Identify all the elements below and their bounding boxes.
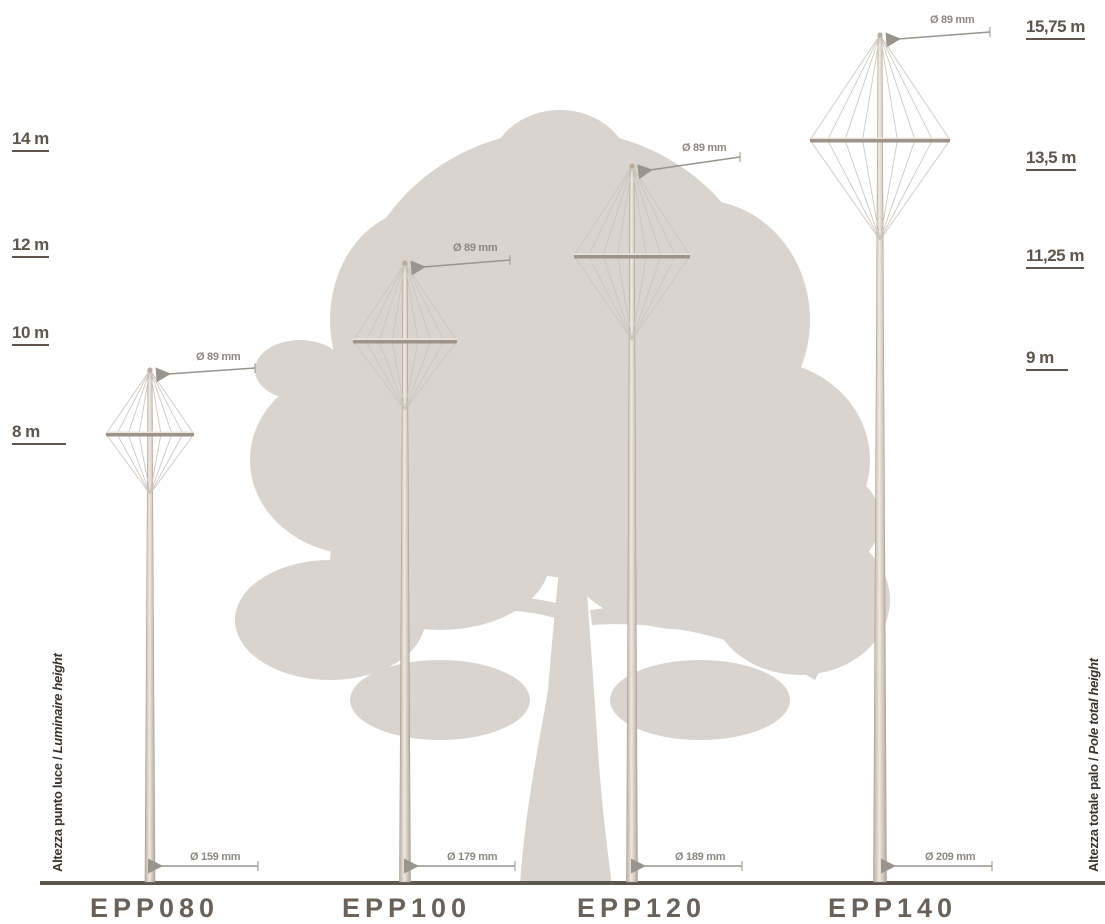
luminaire-cage [105,368,195,496]
luminaire-height-label-10: 10 m [12,323,49,346]
left-axis-title: Altezza punto luce / Luminaire height [50,653,65,872]
pole-epp120 [573,152,743,883]
pole-epp080 [105,363,259,883]
pole-epp140 [809,27,993,883]
model-label-epp100: EPP100 [342,893,472,923]
pole-shaft [144,369,156,883]
pole-top-cap [402,260,408,266]
model-label-epp080: EPP080 [90,893,220,923]
base-diameter-epp120: Ø 189 mm [675,851,726,863]
base-diameter-epp140: Ø 209 mm [925,851,976,863]
luminaire-arm-highlight [810,137,950,139]
right-axis-title: Altezza totale palo / Pole total height [1086,658,1101,872]
top-diameter-epp140: Ø 89 mm [930,14,975,26]
pole-epp100 [352,255,516,883]
luminaire-arm-highlight [106,431,194,433]
base-diameter-epp100: Ø 179 mm [447,851,498,863]
model-label-epp120: EPP120 [577,893,707,923]
total-height-label-15-75: 15,75 m [1026,17,1085,40]
top-diameter-arrow [637,156,741,180]
left-axis-title-it: Altezza punto luce [50,763,65,872]
model-label-epp140: EPP140 [828,893,958,923]
pole-shaft [873,34,887,883]
luminaire-cage [573,164,691,342]
top-diameter-epp120: Ø 89 mm [682,142,727,154]
luminaire-height-label-12: 12 m [12,235,49,258]
total-height-label-9: 9 m [1026,348,1068,371]
top-diameter-epp080: Ø 89 mm [196,351,241,363]
top-diameter-epp100: Ø 89 mm [453,242,498,254]
right-axis-title-it: Altezza totale palo [1086,764,1101,872]
poles-layer [105,27,993,883]
top-diameter-arrow [155,367,256,383]
top-diameter-arrow [410,259,511,276]
luminaire-cage [352,261,458,412]
pole-top-cap [877,32,883,38]
total-height-label-11-25: 11,25 m [1026,246,1084,269]
ground-line [40,881,1105,885]
right-axis-title-en: Pole total height [1086,658,1101,755]
tree-silhouette [235,110,890,885]
luminaire-cage [809,33,951,242]
luminaire-arm-highlight [574,253,690,255]
luminaire-height-label-8: 8 m [12,422,66,445]
top-diameter-arrow [885,31,991,48]
luminaire-height-label-14: 14 m [12,129,49,152]
pole-top-cap [629,163,635,169]
luminaire-arm-highlight [353,338,457,340]
left-axis-title-en: Luminaire height [50,653,65,754]
total-height-label-13-5: 13,5 m [1026,148,1076,171]
pole-top-cap [147,367,153,373]
base-diameter-epp080: Ø 159 mm [190,851,241,863]
